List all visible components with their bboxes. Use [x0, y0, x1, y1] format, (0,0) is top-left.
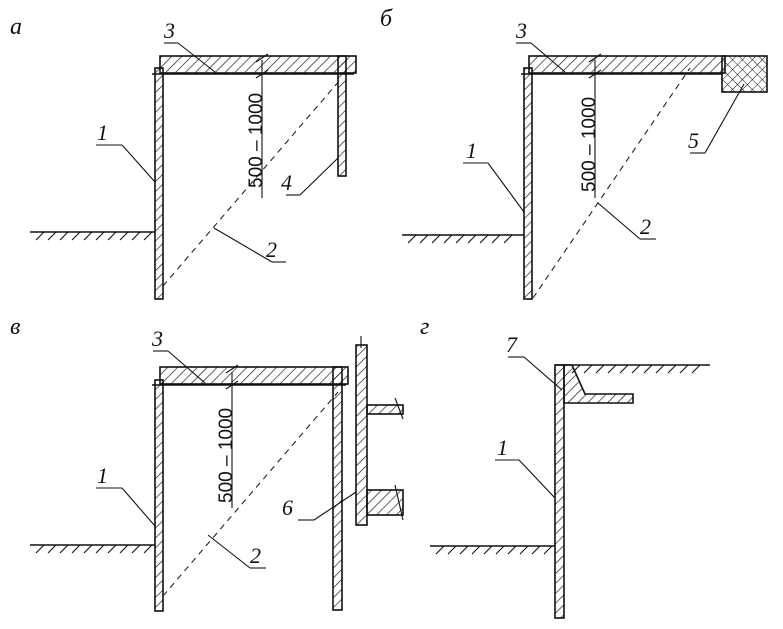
- callout-5: 5: [688, 128, 699, 153]
- ground-line: [30, 231, 155, 241]
- leader-2: [207, 534, 251, 569]
- anchor-tie: [366, 404, 404, 415]
- upper-ground-line: [555, 364, 710, 374]
- dimension-label: 500 – 1000: [216, 408, 237, 503]
- anchored-wall: [355, 344, 368, 526]
- leader-6: [313, 491, 357, 521]
- slip-plane: [532, 67, 691, 299]
- leader-5: [704, 83, 745, 154]
- leader-3: [177, 42, 216, 73]
- leader-3: [167, 350, 206, 384]
- cover-slab: [159, 366, 349, 385]
- leader-1: [518, 459, 556, 499]
- leader-1: [121, 487, 156, 527]
- callout-1: 1: [97, 463, 108, 488]
- callout-2: 2: [640, 214, 651, 239]
- leader-1: [487, 162, 525, 213]
- panel-b-letter: б: [380, 6, 393, 32]
- callout-3: 3: [163, 18, 175, 43]
- panel-b: б 500 – 1000 1 3 2 5: [380, 6, 768, 300]
- concrete-block: [721, 55, 768, 93]
- callout-4: 4: [281, 170, 292, 195]
- callout-7: 7: [506, 332, 518, 357]
- dimension-label: 500 – 1000: [579, 97, 600, 192]
- panel-v-letter: в: [10, 314, 20, 340]
- callout-6: 6: [282, 495, 293, 520]
- dimension-line: [588, 53, 602, 198]
- callout-1: 1: [497, 435, 508, 460]
- leader-2: [597, 202, 641, 240]
- panel-g-letter: г: [420, 314, 429, 340]
- callout-3: 3: [151, 326, 163, 351]
- leader-7: [523, 356, 563, 391]
- wall: [154, 379, 164, 612]
- callout-3: 3: [515, 18, 527, 43]
- wall: [523, 67, 533, 300]
- leader-2: [213, 227, 273, 263]
- anchor-break: [394, 397, 404, 420]
- callout-1: 1: [97, 120, 108, 145]
- panel-a-letter: а: [10, 14, 22, 40]
- dimension-line: [225, 364, 239, 508]
- cover-slab: [528, 55, 726, 74]
- callout-1: 1: [466, 138, 477, 163]
- dimension-line: [255, 53, 269, 198]
- anchor-tie: [366, 489, 404, 516]
- panel-a: а 500 – 1000 1 3 2: [10, 14, 357, 300]
- wall: [154, 67, 164, 300]
- dimension-label: 500 – 1000: [246, 93, 267, 188]
- anchor-break: [394, 484, 404, 521]
- panel-g: г 1 7: [420, 314, 710, 619]
- leader-4: [299, 157, 339, 196]
- wall: [554, 364, 565, 619]
- callout-2: 2: [250, 543, 261, 568]
- leader-3: [530, 42, 566, 73]
- back-wall: [337, 55, 347, 177]
- slip-plane: [162, 391, 339, 597]
- ground-line: [30, 544, 155, 554]
- slip-plane: [162, 79, 341, 287]
- callout-2: 2: [266, 237, 277, 262]
- cantilever-slab: [563, 364, 634, 404]
- leader-1: [121, 144, 156, 183]
- panel-v: в 500 – 1000 1 3 2: [10, 314, 404, 612]
- cover-slab: [159, 55, 357, 74]
- ground-line: [430, 545, 555, 555]
- back-wall: [332, 366, 343, 611]
- ground-line: [402, 234, 524, 244]
